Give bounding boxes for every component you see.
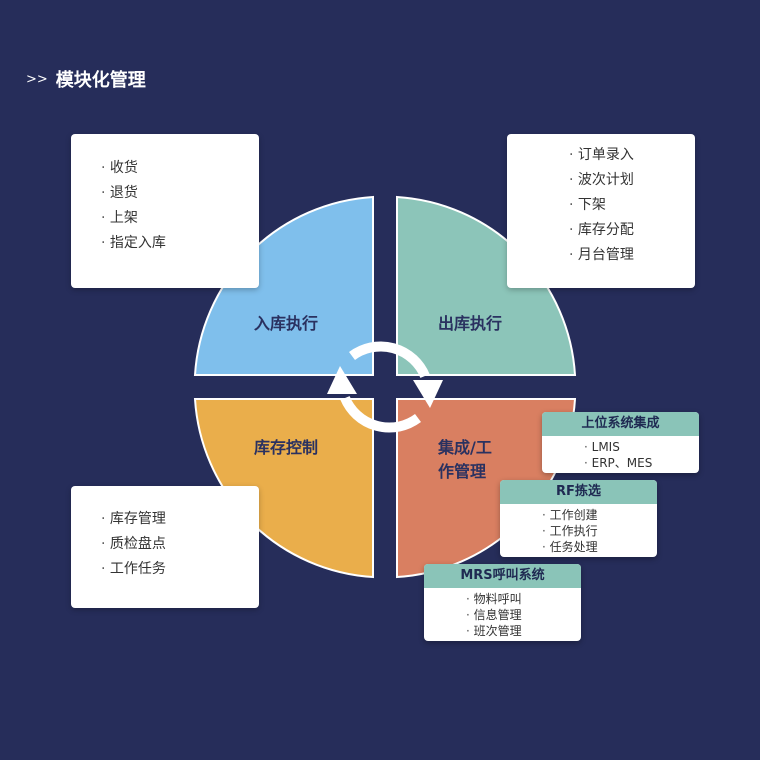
outbound-card: 订单录入 波次计划 下架 库存分配 月台管理 — [507, 134, 695, 288]
quadrant-label-outbound: 出库执行 — [438, 314, 503, 333]
mrs-call-header: MRS呼叫系统 — [424, 564, 581, 588]
list-item: 波次计划 — [569, 168, 695, 193]
list-item: 月台管理 — [569, 243, 695, 268]
inventory-card: 库存管理 质检盘点 工作任务 — [71, 486, 259, 608]
cycle-arrows-icon — [340, 341, 430, 433]
list-item: 退货 — [101, 181, 259, 206]
list-item: 班次管理 — [466, 623, 581, 639]
list-item: 任务处理 — [542, 539, 657, 555]
list-item: 信息管理 — [466, 607, 581, 623]
inbound-card: 收货 退货 上架 指定入库 — [71, 134, 259, 288]
arrow-heads — [327, 366, 443, 408]
list-item: 库存管理 — [101, 507, 259, 532]
quadrant-label-inventory: 库存控制 — [254, 438, 319, 457]
list-item: LMIS — [584, 439, 699, 455]
double-chevron-icon: >> — [26, 71, 48, 87]
rf-picking-header: RF拣选 — [500, 480, 657, 504]
list-item: 上架 — [101, 206, 259, 231]
list-item: 工作执行 — [542, 523, 657, 539]
list-item: 工作任务 — [101, 557, 259, 582]
list-item: 指定入库 — [101, 231, 259, 256]
list-item: 收货 — [101, 156, 259, 181]
upper-system-card: 上位系统集成 LMIS ERP、MES — [542, 412, 699, 473]
quadrant-label-inbound: 入库执行 — [254, 314, 319, 333]
rf-picking-card: RF拣选 工作创建 工作执行 任务处理 — [500, 480, 657, 557]
list-item: ERP、MES — [584, 455, 699, 471]
list-item: 物料呼叫 — [466, 591, 581, 607]
list-item: 库存分配 — [569, 218, 695, 243]
list-item: 下架 — [569, 193, 695, 218]
list-item: 订单录入 — [569, 143, 695, 168]
list-item: 工作创建 — [542, 507, 657, 523]
mrs-call-card: MRS呼叫系统 物料呼叫 信息管理 班次管理 — [424, 564, 581, 641]
quadrant-label-integration-line1: 集成/工 — [438, 438, 492, 457]
page-title: >> 模块化管理 — [26, 66, 146, 92]
list-item: 质检盘点 — [101, 532, 259, 557]
quadrant-label-integration: 集成/工 作管理 — [438, 436, 492, 484]
quadrant-label-integration-line2: 作管理 — [438, 462, 487, 481]
upper-system-header: 上位系统集成 — [542, 412, 699, 436]
page-title-text: 模块化管理 — [55, 70, 146, 91]
